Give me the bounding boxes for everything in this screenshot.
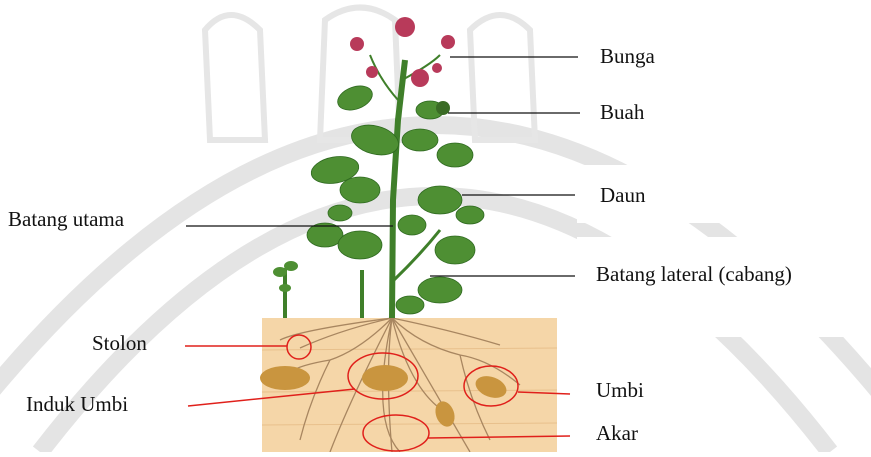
tuber-left	[260, 366, 310, 390]
label-bunga: Bunga	[600, 46, 655, 67]
label-akar: Akar	[596, 423, 638, 444]
lateral-branch	[394, 230, 440, 280]
label-umbi: Umbi	[596, 380, 644, 401]
label-bg-batang-lateral	[577, 237, 871, 337]
label-induk-umbi: Induk Umbi	[26, 394, 128, 415]
label-batang-utama: Batang utama	[8, 209, 124, 230]
fruit	[436, 101, 450, 115]
tuber-mother	[362, 365, 408, 391]
label-batang-lateral: Batang lateral (cabang)	[596, 264, 792, 285]
label-daun: Daun	[600, 185, 646, 206]
side-shoots	[285, 268, 362, 318]
label-stolon: Stolon	[92, 333, 147, 354]
label-buah: Buah	[600, 102, 644, 123]
